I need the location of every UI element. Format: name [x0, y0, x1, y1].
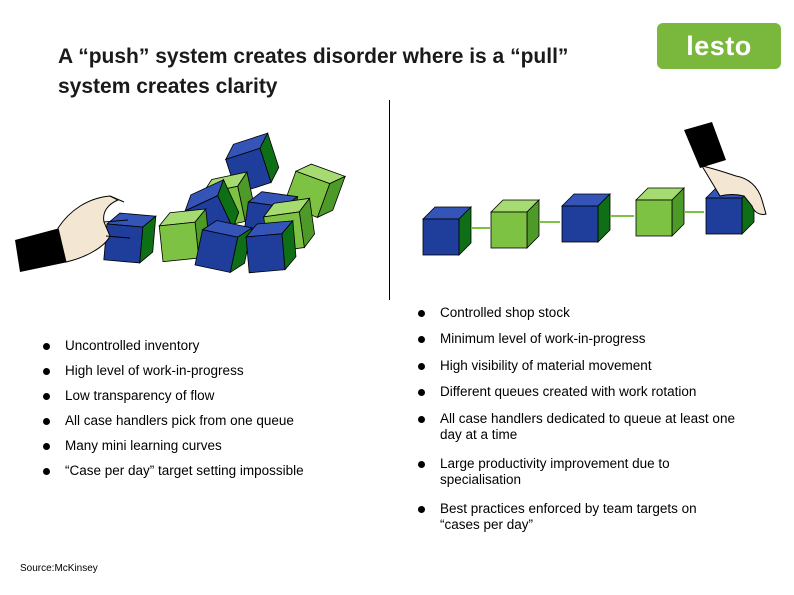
- list-item: High visibility of material movement: [418, 358, 652, 374]
- bullet-dot-icon: [418, 336, 425, 343]
- list-item: Large productivity improvement due to sp…: [418, 456, 738, 488]
- list-item: Many mini learning curves: [43, 438, 222, 454]
- list-item: “Case per day” target setting impossible: [43, 463, 304, 479]
- slide-title: A “push” system creates disorder where i…: [58, 45, 569, 98]
- source-note: Source:McKinsey: [20, 563, 98, 574]
- bullet-dot-icon: [43, 418, 50, 425]
- list-item: Controlled shop stock: [418, 305, 570, 321]
- list-item: Uncontrolled inventory: [43, 338, 199, 354]
- lesto-logo: lesto: [657, 23, 781, 69]
- bullet-dot-icon: [418, 506, 425, 513]
- list-item: All case handlers pick from one queue: [43, 413, 294, 429]
- bullet-dot-icon: [43, 443, 50, 450]
- bullet-dot-icon: [418, 416, 425, 423]
- bullet-dot-icon: [418, 363, 425, 370]
- bullet-dot-icon: [43, 468, 50, 475]
- bullet-dot-icon: [43, 393, 50, 400]
- push-cube-pile: [103, 132, 346, 276]
- pulling-hand-icon: [684, 122, 767, 215]
- pushing-hand-icon: [15, 195, 131, 272]
- push-pull-illustration: [15, 122, 767, 276]
- bullet-dot-icon: [418, 310, 425, 317]
- pull-cube-line: [422, 185, 755, 256]
- list-item: High level of work-in-progress: [43, 363, 244, 379]
- bullet-dot-icon: [418, 389, 425, 396]
- bullet-dot-icon: [43, 343, 50, 350]
- bullet-dot-icon: [418, 461, 425, 468]
- list-item: Different queues created with work rotat…: [418, 384, 696, 400]
- list-item: All case handlers dedicated to queue at …: [418, 411, 738, 443]
- list-item: Low transparency of flow: [43, 388, 214, 404]
- center-divider: [389, 100, 390, 300]
- list-item: Minimum level of work-in-progress: [418, 331, 646, 347]
- list-item: Best practices enforced by team targets …: [418, 501, 738, 533]
- bullet-dot-icon: [43, 368, 50, 375]
